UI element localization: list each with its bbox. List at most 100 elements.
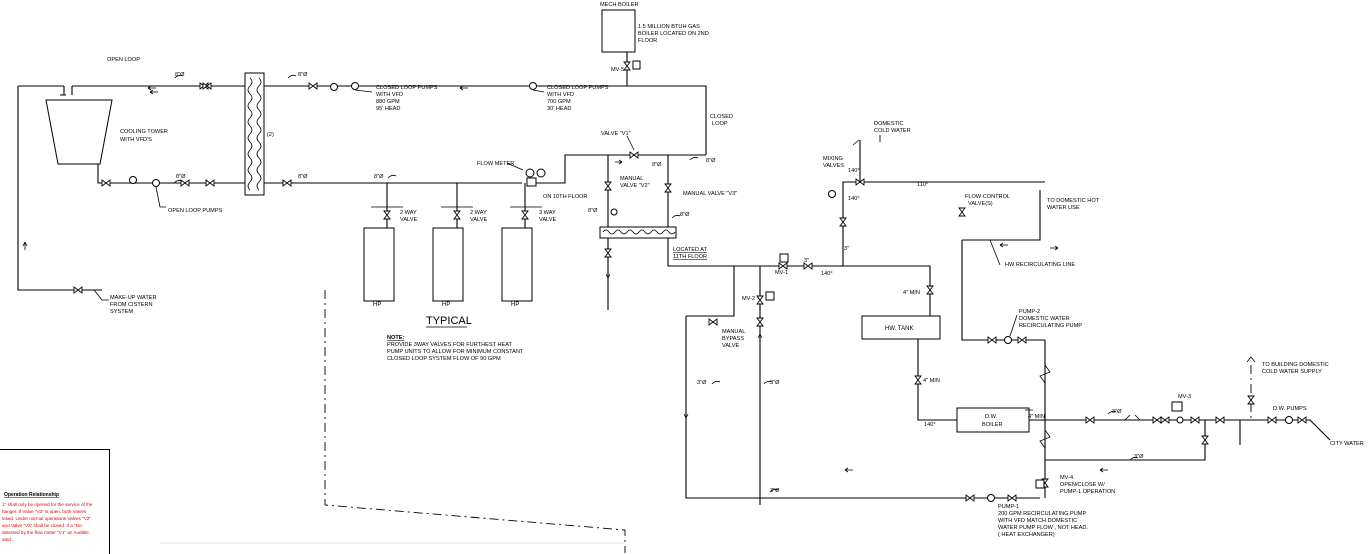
hp-label: HP xyxy=(511,302,519,308)
pipe-size-label: 8"Ø xyxy=(175,72,185,78)
dw-boiler-label: BOILER xyxy=(982,422,1003,428)
located-at-label: LOCATED AT xyxy=(673,247,708,253)
pump2-label: PUMP-2 xyxy=(1019,309,1040,315)
hp-label: HP xyxy=(442,302,450,308)
operation-line: 1" shall only be opened for the service … xyxy=(2,502,93,507)
mech-boiler-group: MECH BOILER MV-5 1.5 MILLION BTUH GAS BO… xyxy=(600,2,709,86)
closed-loop-pumps-label-2: 30' HEAD xyxy=(547,106,571,112)
pipe-size-label: 3"Ø xyxy=(1134,454,1144,460)
mech-boiler xyxy=(601,9,636,53)
mv4-label: OPEN/CLOSE W/ xyxy=(1060,482,1105,488)
to-bldg-domestic-label: TO BUILDING DOMESTIC xyxy=(1262,362,1329,368)
valve-v1-label: VALVE "V1" xyxy=(601,131,631,137)
pipe-size-label: 8"Ø xyxy=(176,174,186,180)
pipe-size-label: 8"Ø xyxy=(374,174,384,180)
pump2-label: DOMESTIC WATER xyxy=(1019,316,1070,322)
temp-label: 140° xyxy=(848,168,860,174)
flow-control-label: VALVE(S) xyxy=(968,201,993,207)
mixing-valves-label: MIXING xyxy=(823,156,843,162)
operation-line: detected by the flow meter "V1" an Audib… xyxy=(2,530,89,535)
to-domestic-hot-label: TO DOMESTIC HOT xyxy=(1047,198,1100,204)
pump1-label: PUMP-1 xyxy=(998,504,1019,510)
heat-exchanger xyxy=(244,72,265,196)
boiler-desc-label: 1.5 MILLION BTUH GAS xyxy=(638,24,700,30)
located-at-label: 11TH FLOOR xyxy=(673,254,707,260)
hp-label: HP xyxy=(373,302,381,308)
operation-line: losed. Under normal operations Valves "V… xyxy=(2,516,91,521)
hw-tank xyxy=(861,315,941,340)
closed-loop-pumps-label: CLOSED LOOP PUMPS xyxy=(376,85,438,91)
two-way-valve-label-2: VALVE xyxy=(470,217,487,223)
two-way-valve-label: VALVE xyxy=(400,217,417,223)
mech-boiler-label: MECH BOILER xyxy=(600,2,639,8)
pump1-label: WITH VFD MATCH DOMESTIC xyxy=(998,518,1077,524)
dw-boiler xyxy=(956,407,1030,433)
open-loop-pumps-label: OPEN LOOP PUMPS xyxy=(168,208,223,214)
pipe-size-label: 4" MIN xyxy=(1028,414,1045,420)
typical-label: TYPICAL xyxy=(426,315,472,327)
two-way-valve-label: 2 WAY xyxy=(400,210,417,216)
cooling-tower xyxy=(45,99,113,165)
note-line: PROVIDE 3WAY VALVES FOR FURTHEST HEAT xyxy=(387,342,513,348)
two-way-valve-label-2: 2 WAY xyxy=(470,210,487,216)
pipe-size-label: 8"Ø xyxy=(706,158,716,164)
city-water-label: CITY WATER xyxy=(1330,441,1364,447)
closed-loop-pump-icon xyxy=(351,82,359,90)
temp-label: 140° xyxy=(924,422,936,428)
pump1-label: 200 GPM RECIRCULATING PUMP xyxy=(998,511,1086,517)
cooling-tower-label: COOLING TOWER xyxy=(120,129,168,135)
pipe-size-label: 3"Ø xyxy=(1112,409,1122,415)
manual-valve-v2-label: VALVE "V2" xyxy=(620,183,650,189)
pump1-label: WATER PUMP FLOW , NOT HEAD. xyxy=(998,525,1088,531)
flow-meter-icon xyxy=(525,168,535,178)
closed-loop-pumps-label-2: WITH VFD xyxy=(547,92,574,98)
open-loop-pump-icon xyxy=(152,179,160,187)
mv2-label: MV-2 xyxy=(742,296,755,302)
domestic-water-group: DOMESTIC COLD WATER MIXING VALVES 140° 1… xyxy=(607,121,1364,538)
manual-bypass-label: MANUAL xyxy=(722,329,745,335)
pipe-size-label: 3"Ø xyxy=(770,380,780,386)
hw-recirc-line-label: HW RECIRCULATING LINE xyxy=(1005,262,1075,268)
pipe-size-label: 3" xyxy=(804,258,809,264)
dw-pumps-label: D.W. PUMPS xyxy=(1273,406,1307,412)
flow-control-label: FLOW CONTROL xyxy=(965,194,1010,200)
temp-label: 140° xyxy=(848,196,860,202)
pipe-size-label: 8"Ø xyxy=(588,208,598,214)
pump2-label: RECIRCULATING PUMP xyxy=(1019,323,1082,329)
domestic-cold-label: COLD WATER xyxy=(874,128,911,134)
pump2-icon xyxy=(1004,336,1012,344)
operation-line: ated. xyxy=(2,537,12,542)
open-loop-group: OPEN LOOP 8"Ø 8"Ø COOLING TOWER WITH VFD… xyxy=(17,57,274,315)
dw-boiler-label: D.W. xyxy=(985,414,998,420)
note-line: PUMP UNITS TO ALLOW FOR MINIMUM CONSTANT xyxy=(387,349,524,355)
manual-bypass-label: BYPASS xyxy=(722,336,744,342)
pipe-size-label: 4" MIN xyxy=(903,290,920,296)
mv4-label: MV-4 xyxy=(1060,475,1073,481)
operation-line: hanger. If Valve "V3" is open, both Valv… xyxy=(2,509,87,514)
dw-pump-icon xyxy=(1285,416,1293,424)
operation-line: and Valve "V3" shall be closed. If a "No xyxy=(2,523,82,528)
to-bldg-domestic-label: COLD WATER SUPPLY xyxy=(1262,369,1322,375)
on-10th-floor-label: ON 10TH FLOOR xyxy=(543,194,587,200)
to-domestic-hot-label: WATER USE xyxy=(1047,205,1080,211)
flow-meter-label: FLOW METER xyxy=(477,161,514,167)
manual-valve-v2-label: MANUAL xyxy=(620,176,643,182)
hx-count-label: (2) xyxy=(267,132,274,138)
pump1-icon xyxy=(987,494,995,502)
pipe-size-label: 3" xyxy=(844,246,849,252)
closed-loop-label: CLOSED xyxy=(710,114,733,120)
pipe-size-label: 3"Ø xyxy=(697,380,707,386)
pipe-size-label: 8"Ø xyxy=(652,162,662,168)
temp-label: 140° xyxy=(821,271,833,277)
domestic-cold-label: DOMESTIC xyxy=(874,121,904,127)
pipe-size-label: 8"Ø xyxy=(298,174,308,180)
operation-title: Operation Relationship xyxy=(4,492,59,498)
pump1-label: ( HEAT EXCHANGER) xyxy=(998,532,1055,538)
three-way-valve-label: 3 WAY xyxy=(539,210,556,216)
closed-loop-pumps-label: 880 GPM xyxy=(376,99,400,105)
mv3-label: MV-3 xyxy=(1178,394,1191,400)
closed-loop-pumps-label-2: CLOSED LOOP PUMPS xyxy=(547,85,609,91)
three-way-valve-label: VALVE xyxy=(539,217,556,223)
mixing-valves-label: VALVES xyxy=(823,163,844,169)
